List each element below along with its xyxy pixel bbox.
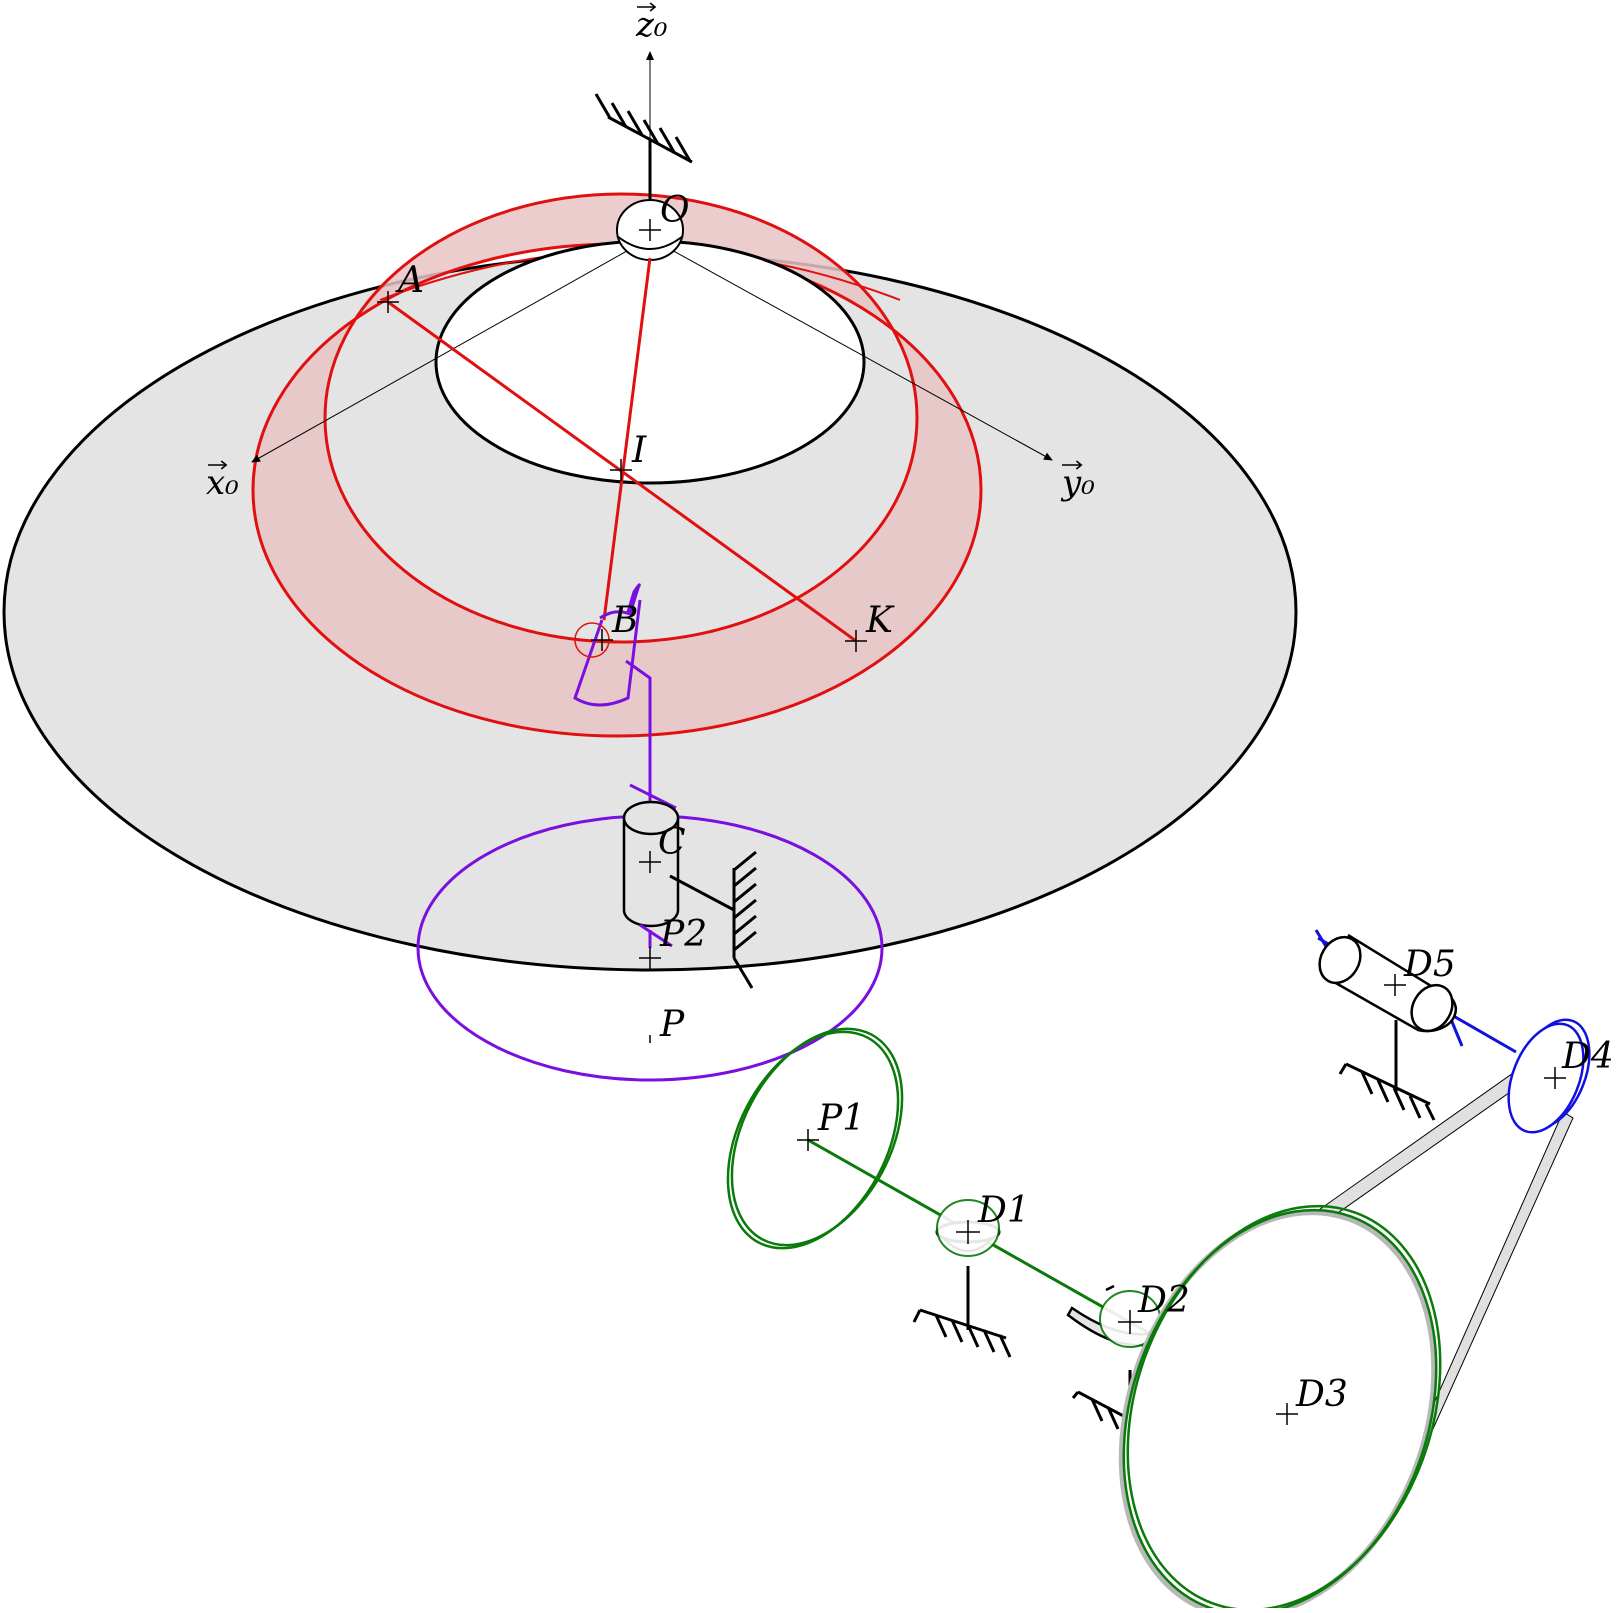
- label-p2: P2: [659, 914, 707, 955]
- label-d1: D1: [977, 1190, 1030, 1231]
- label-x0-vector-arrow: [208, 460, 228, 470]
- label-d2: D2: [1137, 1280, 1190, 1321]
- x0-axis: [251, 237, 651, 463]
- label-b: B: [611, 600, 638, 641]
- label-d3: D3: [1295, 1374, 1348, 1415]
- label-x0: x₀: [206, 463, 239, 503]
- label-d4: D4: [1561, 1036, 1614, 1077]
- red-ring-inner: [323, 192, 919, 644]
- top-ground-support: [594, 93, 693, 205]
- rod-o-b: [602, 257, 652, 621]
- purple-link: [625, 659, 677, 818]
- label-k: K: [865, 600, 895, 641]
- label-y0: y₀: [1060, 463, 1095, 503]
- point-markers: [377, 219, 1566, 1425]
- label-i: I: [631, 430, 647, 471]
- label-p: P: [659, 1004, 685, 1045]
- pulley-d3: [1118, 1204, 1442, 1613]
- cone-opening: [434, 239, 866, 485]
- label-p1: P1: [817, 1098, 865, 1139]
- cylinder-c: [622, 800, 680, 948]
- ground-support-c: [669, 850, 757, 989]
- label-d5: D5: [1403, 944, 1456, 985]
- y0-axis: [649, 237, 1053, 461]
- label-a: A: [395, 260, 424, 301]
- label-z0: z₀: [635, 5, 668, 45]
- green-wheel-p1: [726, 1027, 904, 1250]
- label-c: C: [658, 822, 686, 863]
- label-o: O: [660, 190, 690, 231]
- label-z0-vector-arrow: [637, 2, 657, 12]
- label-y0-vector-arrow: [1062, 460, 1083, 470]
